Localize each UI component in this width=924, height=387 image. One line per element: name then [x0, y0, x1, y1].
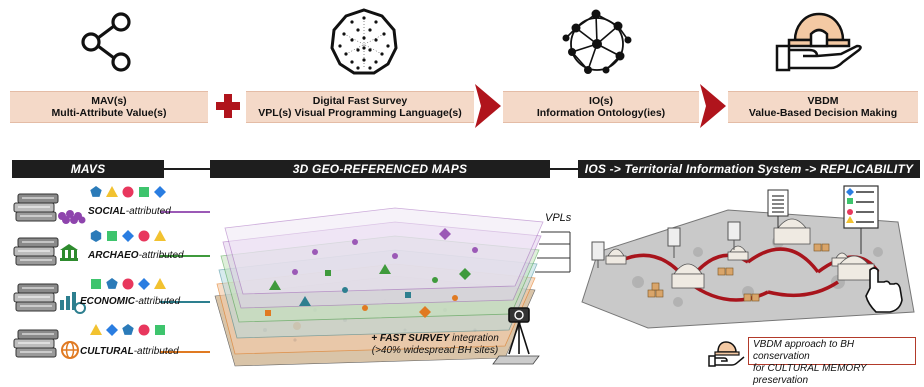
band-ios: IOS -> Territorial Information System ->… [578, 160, 920, 178]
fast-survey-suffix: integration [449, 333, 499, 344]
step-box-mav: MAV(s) Multi-Attribute Value(s) [10, 91, 208, 123]
fast-survey-note: + FAST SURVEY integration (>40% widespre… [360, 333, 510, 357]
category-name: CULTURAL [80, 346, 134, 357]
category-label-economic: ECONOMIC-attributed [80, 296, 180, 307]
plus-icon [216, 94, 240, 118]
arrow-right-icon [700, 84, 726, 128]
category-suffix: -attributed [133, 346, 179, 357]
mavs-category-graphics [13, 186, 210, 359]
hand-holding-dome-icon [775, 12, 862, 72]
geo-layer-stack [214, 207, 571, 367]
category-label-cultural: CULTURAL-attributed [80, 346, 179, 357]
step-subtitle: VPL(s) Visual Programming Language(s) [258, 107, 462, 119]
step-box-io: IO(s) Information Ontology(ies) [503, 91, 699, 123]
vbdm-note-line2: for CULTURAL MEMORY preservation [753, 363, 867, 386]
category-label-archaeo: ARCHAEO-attributed [88, 250, 184, 261]
step-subtitle: Information Ontology(ies) [536, 107, 666, 119]
category-suffix: -attributed [135, 296, 181, 307]
vbdm-approach-note: VBDM approach to BH conservation for CUL… [748, 337, 916, 386]
band-label: IOS -> Territorial Information System ->… [584, 162, 914, 176]
category-suffix: -attributed [138, 250, 184, 261]
step-box-vbdm: VBDM Value-Based Decision Making [728, 91, 918, 123]
category-label-social: SOCIAL-attributed [88, 206, 171, 217]
arrow-right-icon [475, 84, 501, 128]
vpls-label: VPLs [545, 212, 572, 224]
category-suffix: -attributed [125, 206, 171, 217]
territorial-map [581, 185, 915, 329]
band-mavs: MAVS [12, 160, 164, 178]
point-cloud-sphere-icon [330, 8, 398, 75]
band-label: 3D GEO-REFERENCED MAPS [292, 162, 468, 176]
step-subtitle: Value-Based Decision Making [748, 107, 898, 119]
category-name: ECONOMIC [80, 296, 135, 307]
step-subtitle: Multi-Attribute Value(s) [51, 107, 167, 119]
step-title: VBDM [807, 95, 839, 107]
fast-survey-subtext: (>40% widespread BH sites) [371, 345, 499, 356]
category-name: ARCHAEO [88, 250, 139, 261]
band-label: MAVS [70, 162, 106, 176]
step-box-survey: Digital Fast Survey VPL(s) Visual Progra… [246, 91, 474, 123]
hand-holding-dome-icon [708, 341, 745, 367]
share-network-icon [81, 12, 131, 72]
band-maps: 3D GEO-REFERENCED MAPS [210, 160, 550, 178]
vbdm-note-line1: VBDM approach to BH conservation [753, 339, 855, 362]
category-name: SOCIAL [88, 206, 126, 217]
fast-survey-title: + FAST SURVEY [371, 333, 450, 344]
step-title: IO(s) [589, 95, 613, 107]
step-title: Digital Fast Survey [312, 95, 408, 107]
ontology-network-icon [562, 9, 632, 74]
step-title: MAV(s) [91, 95, 127, 107]
